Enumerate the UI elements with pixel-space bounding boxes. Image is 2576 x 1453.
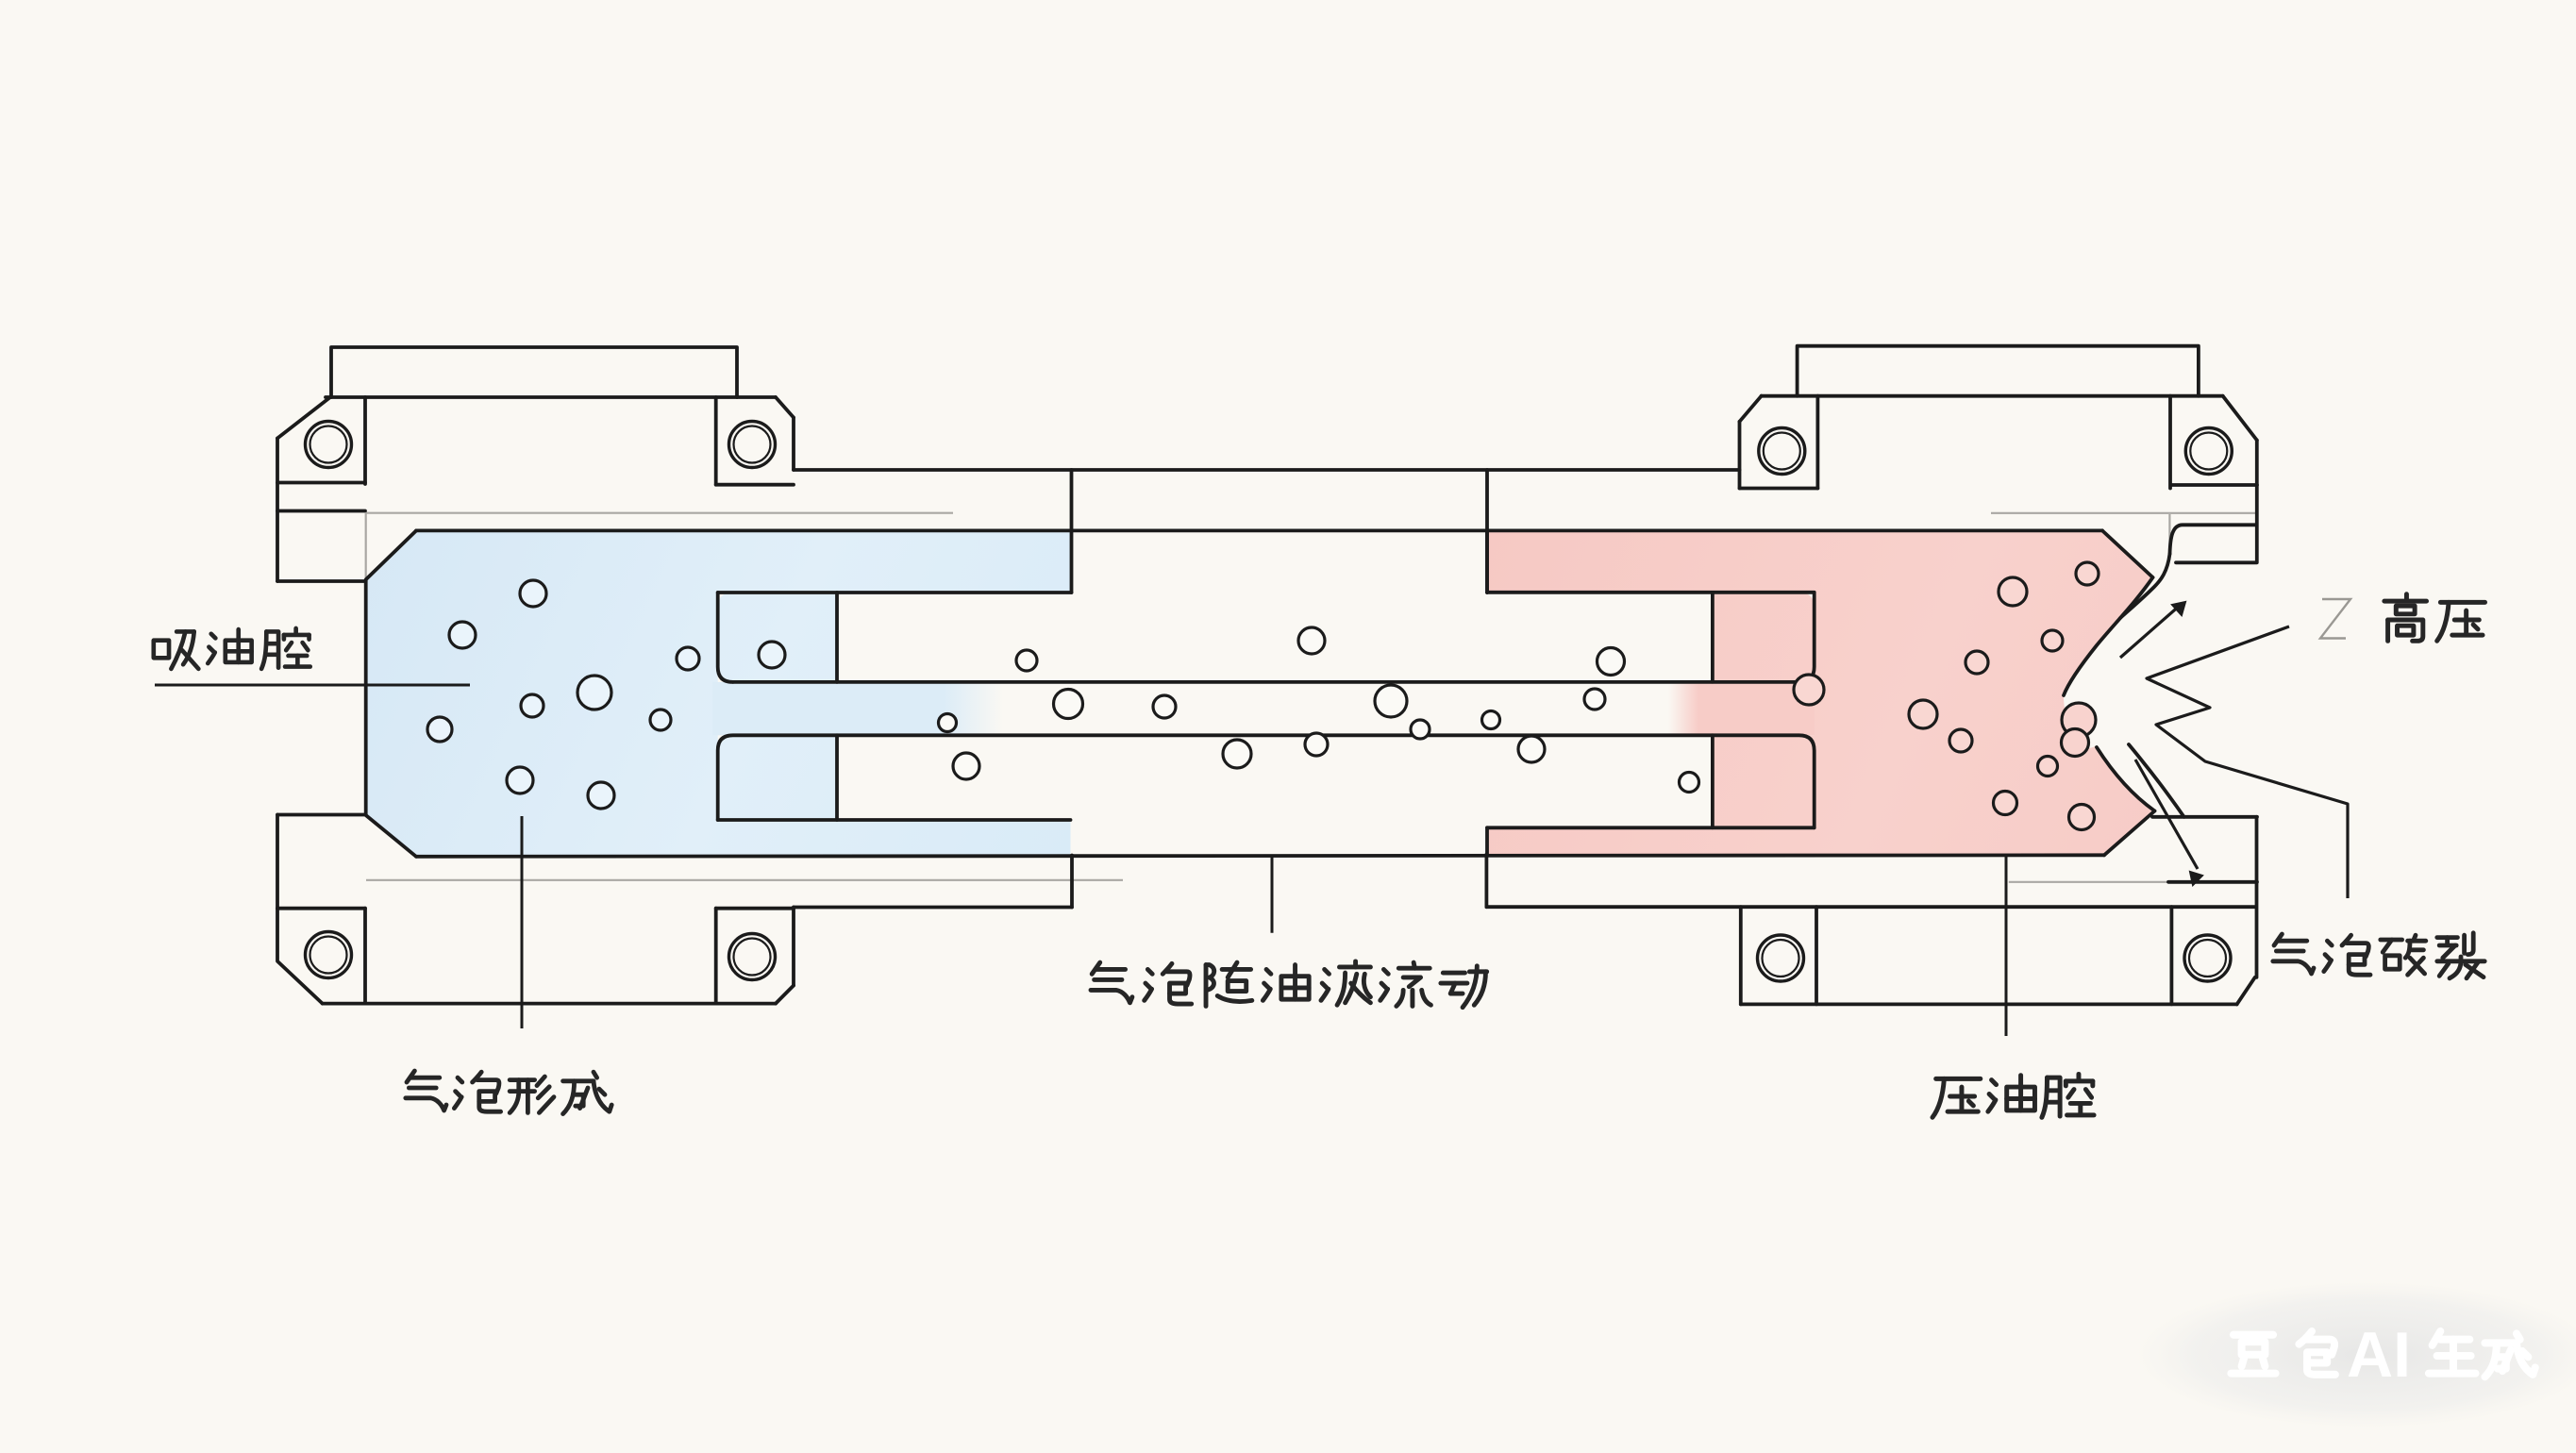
svg-text:AI: AI (2347, 1319, 2411, 1391)
